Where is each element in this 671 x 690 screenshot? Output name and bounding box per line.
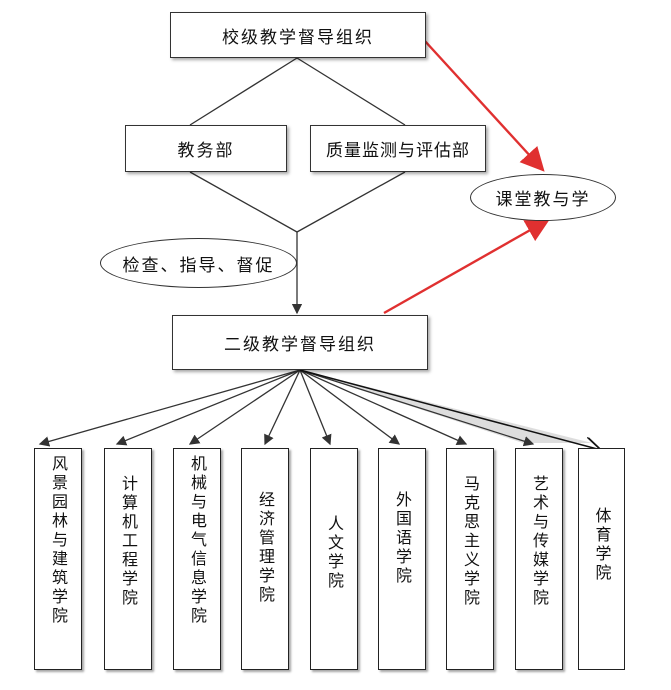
college-box-landscape-architecture: 风景园林与建筑学院 <box>34 448 82 670</box>
fan-arrow-5 <box>299 369 401 445</box>
college-label: 艺术与传媒学院 <box>530 475 549 608</box>
classroom-label: 课堂教与学 <box>495 190 591 210</box>
connector-top-to-academic <box>189 57 298 126</box>
connector-top-to-quality <box>296 57 406 126</box>
fan-arrow-0 <box>38 369 301 447</box>
college-label: 机械与电气信息学院 <box>188 455 207 626</box>
top-level-organization-box: 校级教学督导组织 <box>170 12 426 58</box>
actions-label: 检查、指导、督促 <box>122 255 275 276</box>
actions-ellipse: 检查、指导、督促 <box>100 238 297 288</box>
connector-academic-down <box>189 171 298 233</box>
quality-office-label: 质量监测与评估部 <box>326 141 470 161</box>
college-label: 体育学院 <box>592 507 612 583</box>
college-box-computer-engineering: 计算机工程学院 <box>104 448 152 670</box>
red-arrow-second-to-classroom <box>383 218 551 315</box>
academic-affairs-box: 教务部 <box>125 125 287 172</box>
classroom-ellipse: 课堂教与学 <box>470 174 616 221</box>
fan-arrow-2 <box>188 369 301 445</box>
fan-arrow-3 <box>264 369 301 446</box>
college-label: 马克思主义学院 <box>461 475 480 608</box>
college-box-economics-management: 经济管理学院 <box>241 448 289 670</box>
fan-shading <box>300 370 592 443</box>
college-box-arts-media: 艺术与传媒学院 <box>515 448 563 670</box>
fan-arrow-7 <box>299 369 535 447</box>
college-label: 人文学院 <box>325 515 344 591</box>
fan-arrow-6 <box>299 369 468 446</box>
college-box-foreign-languages: 外国语学院 <box>378 448 426 670</box>
college-label: 经济管理学院 <box>256 491 275 605</box>
college-box-marxism: 马克思主义学院 <box>446 448 494 670</box>
quality-office-box: 质量监测与评估部 <box>310 125 486 172</box>
college-label: 外国语学院 <box>393 491 412 586</box>
academic-affairs-label: 教务部 <box>177 141 235 161</box>
top-level-organization-label: 校级教学督导组织 <box>222 27 374 48</box>
fan-out-arrows <box>38 369 601 450</box>
fan-arrow-8 <box>299 369 601 450</box>
college-label: 风景园林与建筑学院 <box>49 455 68 626</box>
red-arrow-top-to-classroom <box>423 39 545 172</box>
college-box-mechanical-electrical: 机械与电气信息学院 <box>173 448 221 670</box>
second-level-organization-label: 二级教学督导组织 <box>224 335 376 355</box>
fan-arrow-1 <box>115 369 301 446</box>
fan-arrow-4 <box>299 369 332 446</box>
connector-quality-down <box>296 171 406 233</box>
second-level-organization-box: 二级教学督导组织 <box>172 315 428 370</box>
college-box-physical-education: 体育学院 <box>578 448 625 670</box>
college-label: 计算机工程学院 <box>119 475 138 608</box>
college-box-humanities: 人文学院 <box>310 448 358 670</box>
